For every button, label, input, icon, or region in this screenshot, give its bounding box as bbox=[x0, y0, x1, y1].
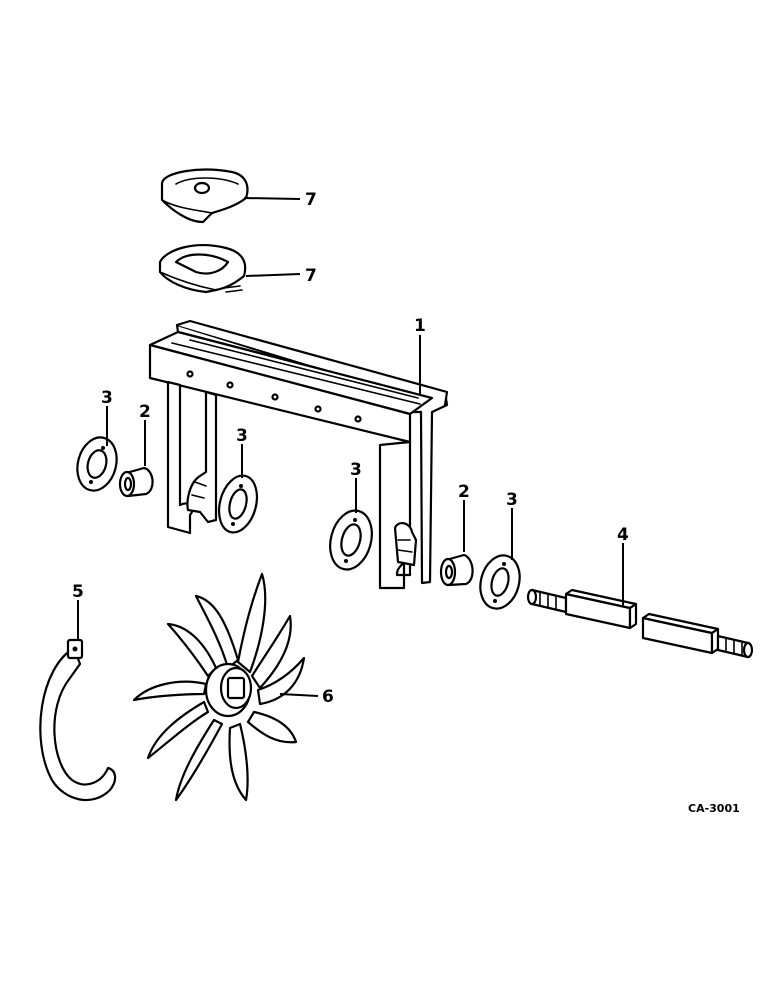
callout-flange-mid-right: 3 bbox=[350, 460, 362, 480]
callout-shaft: 4 bbox=[617, 525, 629, 545]
callout-clamp-upper: 7 bbox=[305, 190, 317, 210]
figure-code: CA-3001 bbox=[688, 802, 740, 815]
callout-clamp-lower: 7 bbox=[305, 266, 317, 286]
leader-lines bbox=[77, 197, 624, 697]
shaft bbox=[526, 588, 754, 659]
callout-bearing-right: 2 bbox=[458, 482, 470, 502]
bearing-left bbox=[118, 466, 154, 498]
callout-bearing-left: 2 bbox=[139, 402, 151, 422]
fan bbox=[132, 572, 306, 802]
bearing-right bbox=[439, 553, 474, 587]
clamp-upper bbox=[160, 168, 249, 224]
callout-flange-right: 3 bbox=[506, 490, 518, 510]
callout-frame: 1 bbox=[414, 316, 426, 336]
clamp-lower bbox=[158, 244, 247, 294]
flange-mid-right bbox=[329, 509, 373, 571]
callout-flange-left: 3 bbox=[101, 388, 113, 408]
callout-labels: 7 7 1 3 2 3 3 2 3 4 5 6 bbox=[72, 190, 629, 707]
callout-fan: 6 bbox=[322, 687, 334, 707]
callout-strap: 5 bbox=[72, 582, 84, 602]
mounting-frame bbox=[148, 319, 449, 590]
strap bbox=[39, 638, 117, 801]
flange-left bbox=[76, 436, 118, 492]
flange-mid-left bbox=[217, 474, 259, 534]
flange-right bbox=[479, 554, 521, 610]
callout-flange-mid-left: 3 bbox=[236, 426, 248, 446]
